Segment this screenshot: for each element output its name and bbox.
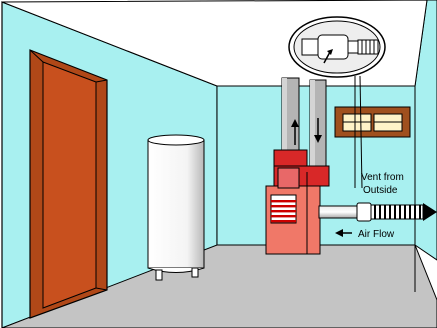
window bbox=[335, 107, 410, 137]
outside-air-vent-pipe bbox=[319, 203, 437, 221]
furnace bbox=[266, 150, 329, 254]
water-heater bbox=[148, 135, 204, 280]
door-panel bbox=[43, 62, 96, 308]
vent-label-line1: Vent from bbox=[361, 172, 404, 183]
air-flow-label: Air Flow bbox=[358, 229, 395, 240]
vent-label-line2: Outside bbox=[363, 185, 398, 196]
furnace-panel bbox=[271, 195, 296, 223]
door bbox=[30, 50, 107, 318]
